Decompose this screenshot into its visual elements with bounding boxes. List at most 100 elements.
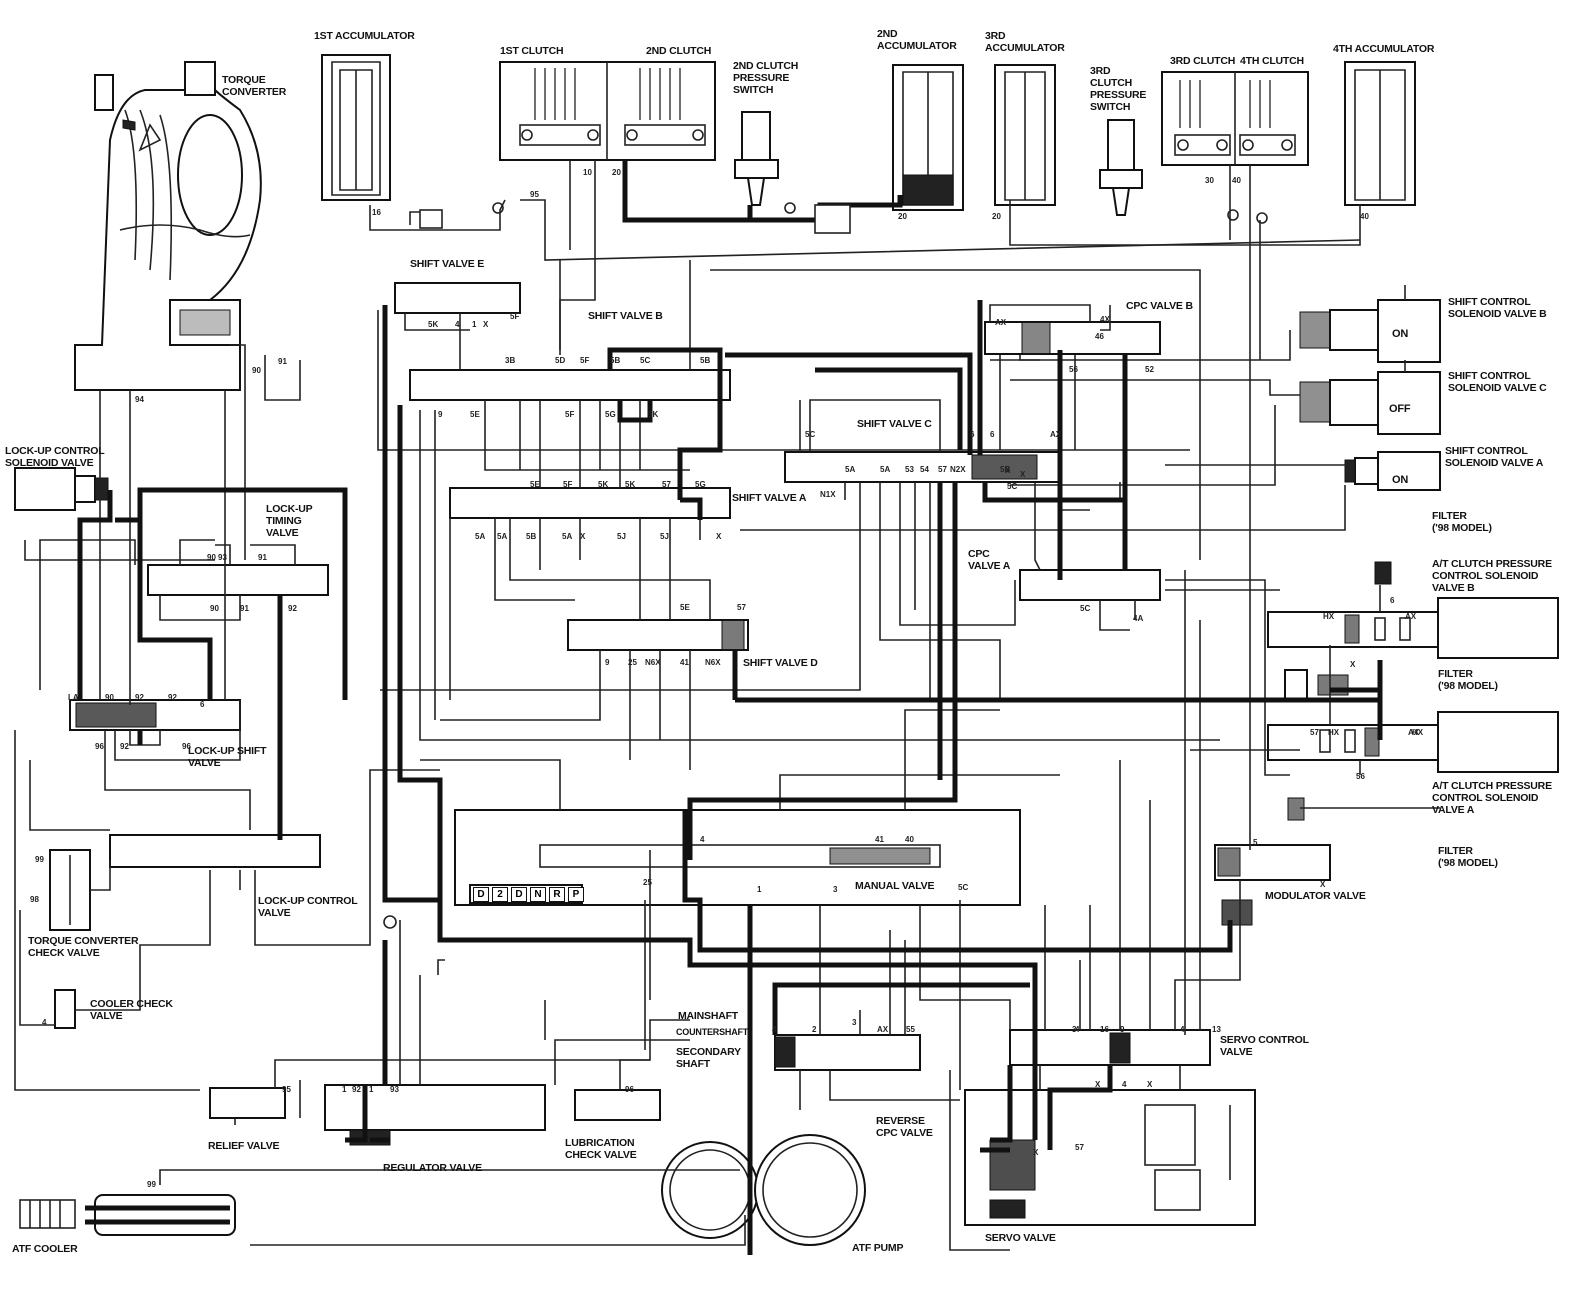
label-lockup-control-valve: LOCK-UP CONTROL VALVE [258,895,358,919]
gauge-markers [383,202,1268,929]
port-label: 96 [182,742,191,751]
port-label: 6 [990,430,995,439]
port-label: 4 [455,320,460,329]
label-countershaft: COUNTERSHAFT [676,1027,749,1037]
label-atf-pump: ATF PUMP [852,1242,904,1254]
port-label: X [1020,470,1026,479]
port-label: 90 [105,693,114,702]
port-label: 5A [845,465,856,474]
port-label: 4 [1180,1025,1185,1034]
port-label: 54 [920,465,929,474]
port-label: 5B [700,356,711,365]
port-label: 57 [662,480,671,489]
port-label: 56 [1069,365,1078,374]
label-secondary-shaft: SECONDARY SHAFT [676,1046,741,1070]
port-label: 5F [565,410,575,419]
port-label: 98 [30,895,39,904]
port-label: X [1095,1080,1101,1089]
label-relief-valve: RELIEF VALVE [208,1140,280,1152]
label-lockup-timing-valve: LOCK-UP TIMING VALVE [266,503,313,539]
port-label: 41 [875,835,884,844]
solenoid-b-state: ON [1392,328,1409,340]
port-label: 5A [880,465,891,474]
selector-position: D [473,887,489,902]
port-label: X [1147,1080,1153,1089]
port-label: 5G [605,410,616,419]
port-label: N1X [820,490,836,499]
port-label: 99 [35,855,44,864]
port-label: 16 [372,208,381,217]
shift-solenoid-c-graphic [1299,360,1441,435]
port-label: 57 [737,603,746,612]
port-label: 57 [938,465,947,474]
label-at-solenoid-a: A/T CLUTCH PRESSURE CONTROL SOLENOID VAL… [1432,780,1552,816]
third-accumulator-graphic [994,64,1056,206]
label-servo-control-valve: SERVO CONTROL VALVE [1220,1034,1309,1058]
first-second-clutch-graphic [499,61,716,161]
port-label: 5C [1080,604,1091,613]
atf-pump-graphic [661,1134,866,1246]
label-filter-1: FILTER ('98 model) [1432,510,1492,534]
selector-position: N [530,887,546,902]
port-label: 25 [643,878,652,887]
port-label: 5J [617,532,626,541]
port-label: HX [1323,612,1335,621]
port-label: X [483,320,489,329]
label-manual-valve: MANUAL VALVE [855,880,935,892]
port-label: AX [1408,728,1420,737]
port-label: AX [1405,612,1417,621]
port-label: 92 [168,693,177,702]
port-label: 4 [772,1025,777,1034]
port-label: 4X [1100,315,1110,324]
label-third-clutch-pressure-switch: 3RD CLUTCH PRESSURE SWITCH [1090,65,1147,113]
port-label: 1 [472,320,477,329]
port-label: 96 [625,1085,634,1094]
port-label: 10 [583,168,592,177]
first-accumulator-graphic [321,54,391,201]
label-torque-converter-check-valve: TORQUE CONVERTER CHECK VALVE [28,935,139,959]
label-cpc-valve-a: CPC VALVE A [968,548,1011,572]
label-third-clutch: 3RD CLUTCH [1170,55,1236,67]
selector-position: R [549,887,565,902]
port-label: 5D [555,356,566,365]
port-label: 1 [342,1085,347,1094]
port-label: 90 [252,366,261,375]
port-label: 92 [135,693,144,702]
port-label: 3 [1005,1210,1010,1219]
port-label: 41 [680,658,689,667]
selector-position: D [511,887,527,902]
port-label: 3 [852,1018,857,1027]
at-solenoid-b-graphic [1267,597,1559,659]
port-label: 5K [598,480,609,489]
label-shift-solenoid-b: SHIFT CONTROL SOLENOID VALVE B [1448,296,1547,320]
port-label: 57 [1075,1143,1084,1152]
port-label: X [1033,1148,1039,1157]
port-label: 5A [562,532,573,541]
valve-spools [19,282,1331,1236]
port-label: 5J [660,532,669,541]
label-cooler-check-valve: COOLER CHECK VALVE [90,998,173,1022]
port-label: 40 [905,835,914,844]
port-label: 5E [470,410,480,419]
label-second-clutch-pressure-switch: 2ND CLUTCH PRESSURE SWITCH [733,60,799,96]
port-label: 9 [1120,1025,1125,1034]
label-first-accumulator: 1ST ACCUMULATOR [314,30,415,42]
lockup-solenoid-graphic [14,467,109,511]
port-label: 90 [210,604,219,613]
port-label: 9 [605,658,610,667]
second-clutch-pressure-switch-graphic [734,111,779,206]
port-label: 92 [288,604,297,613]
solenoid-c-state: OFF [1389,403,1411,415]
port-label: 93 [218,553,227,562]
port-label: 57 [1310,728,1319,737]
port-label: 25 [628,658,637,667]
port-label: X [1005,466,1011,475]
third-fourth-clutch-graphic [1161,71,1309,166]
port-label: 99 [147,1180,156,1189]
label-second-clutch: 2ND CLUTCH [646,45,712,57]
port-label: 13 [1212,1025,1221,1034]
port-label: X [1350,660,1356,669]
port-label: 5K [648,410,659,419]
